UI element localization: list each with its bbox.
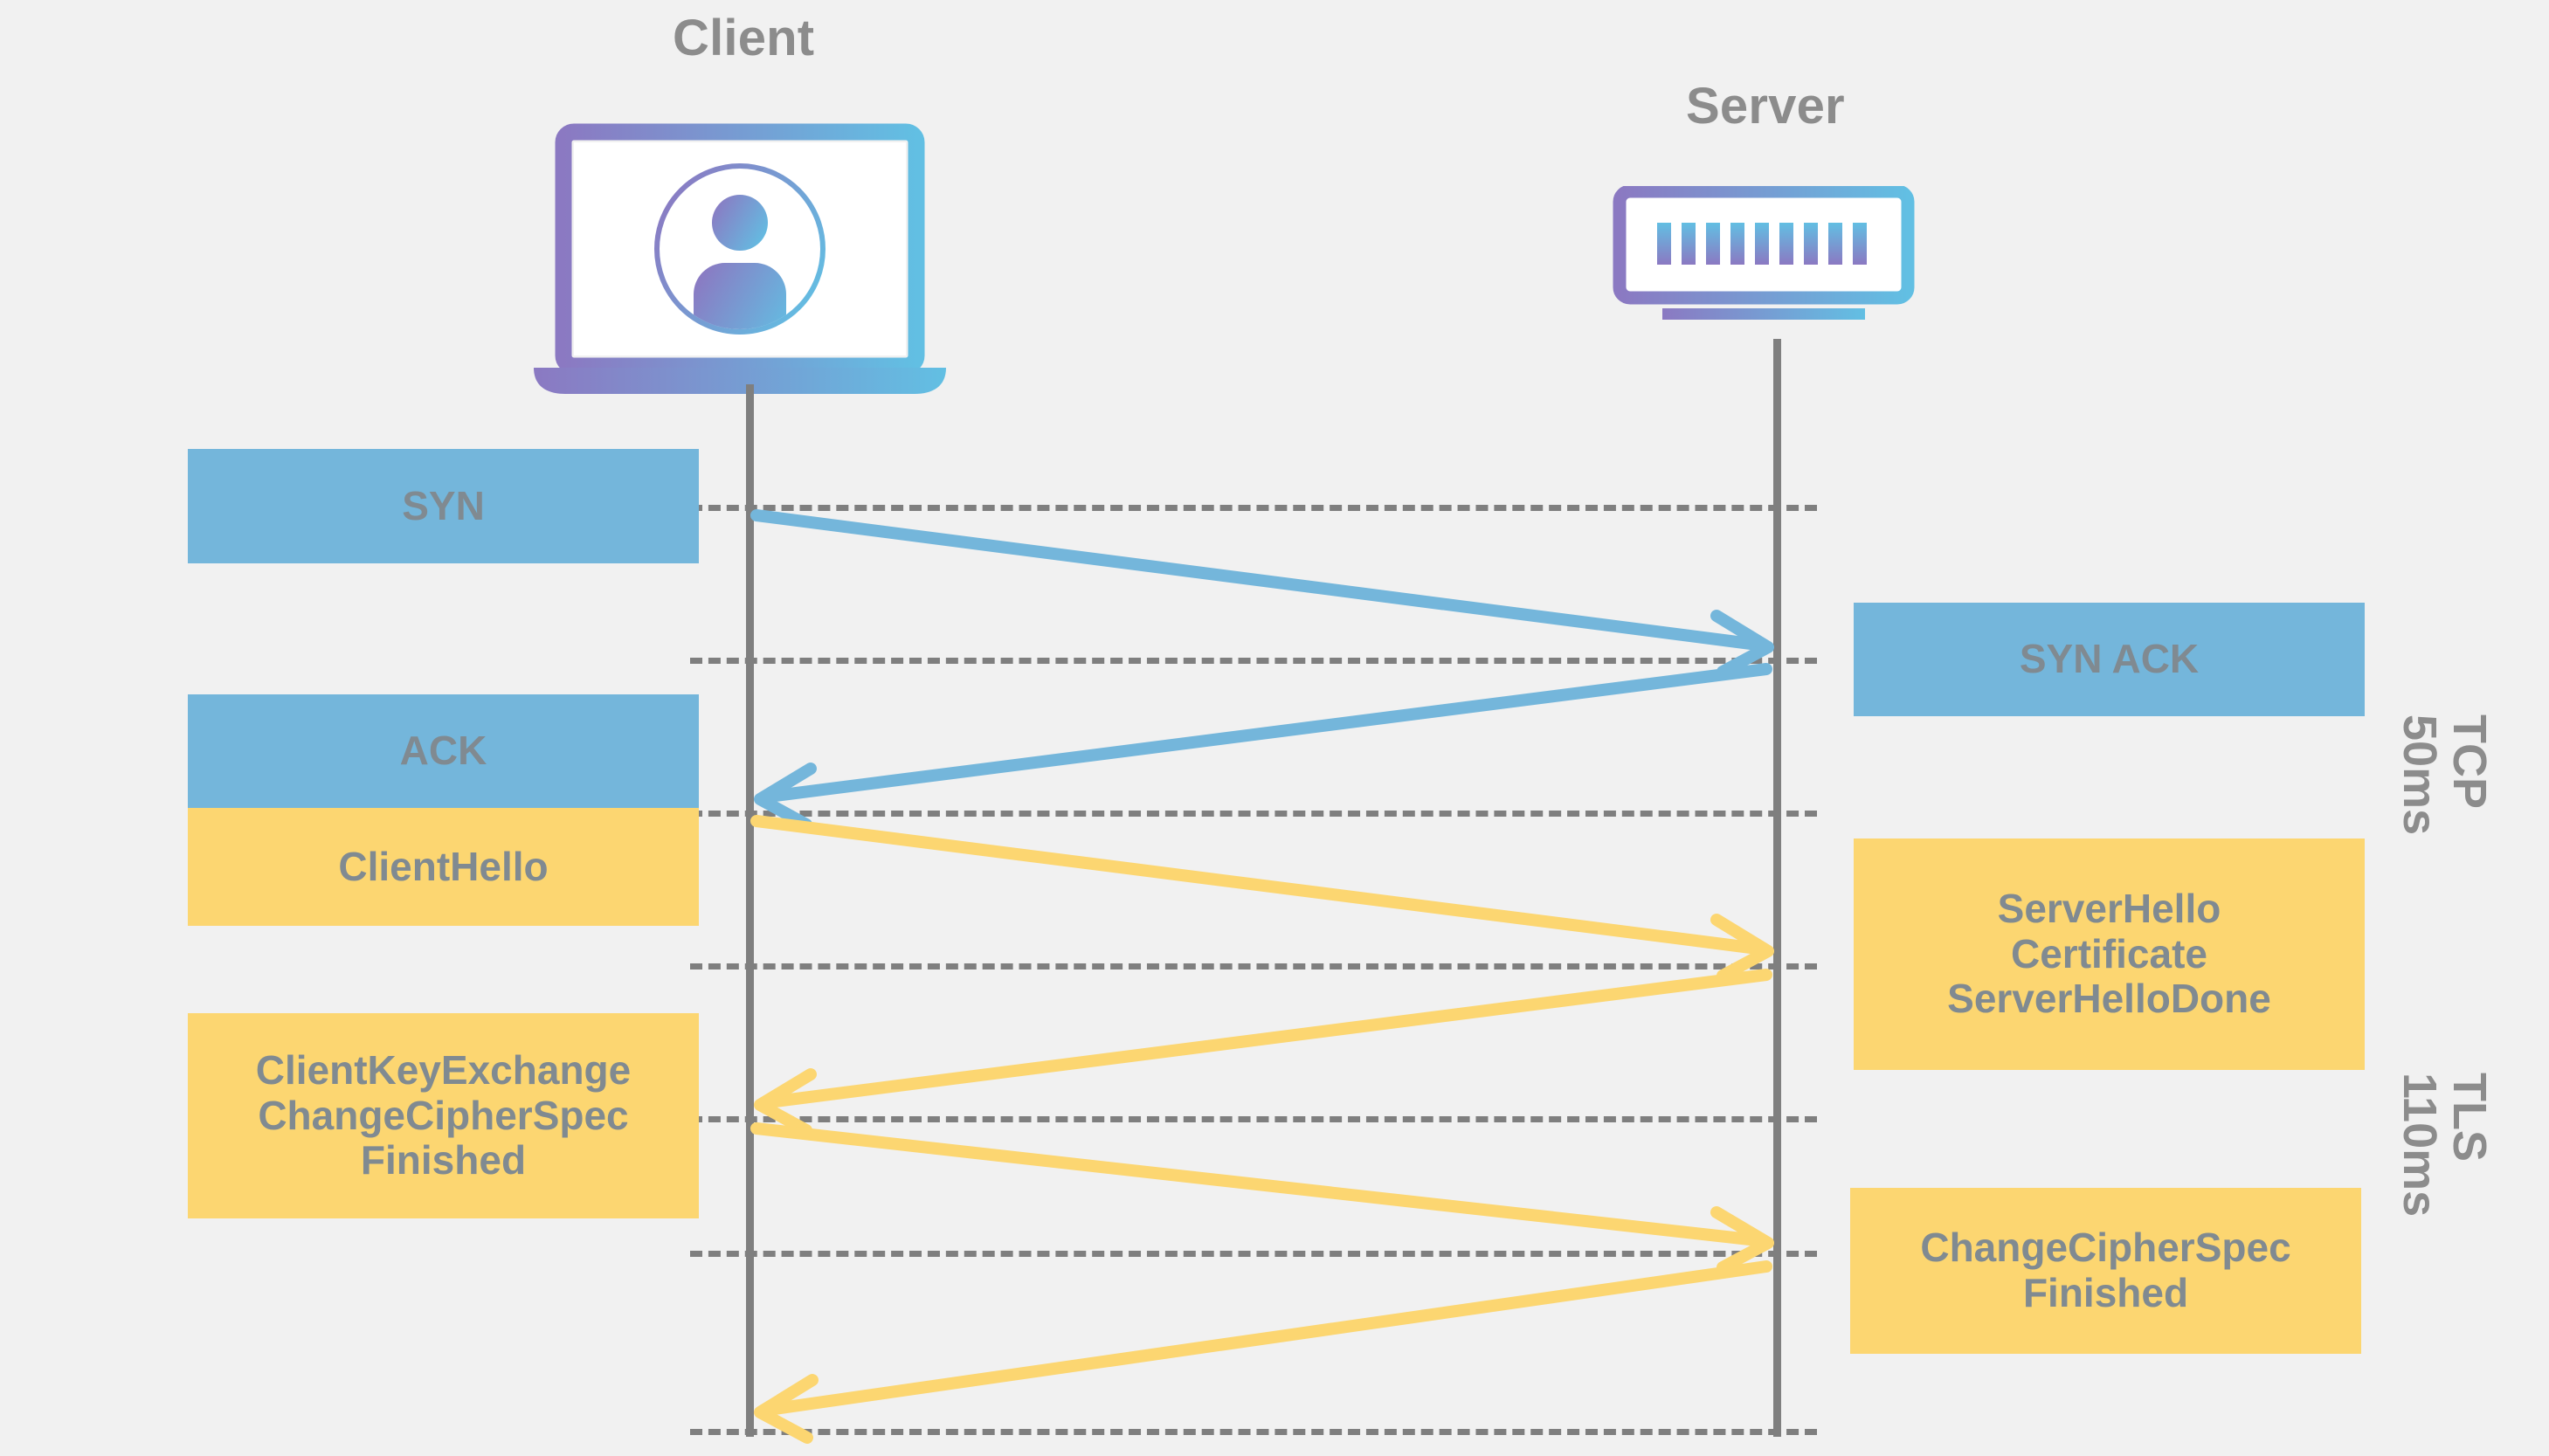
client-lifeline [746,384,754,1437]
laptop-user-icon [534,123,946,394]
server-title: Server [1686,78,1845,135]
arrow-serverhello [754,969,1772,1136]
message-box-ack[interactable]: ACK [188,694,699,808]
separator-line-1 [690,505,1817,511]
message-box-serverhello[interactable]: ServerHello Certificate ServerHelloDone [1854,838,2365,1070]
separator-line-2 [690,658,1817,664]
message-box-syn[interactable]: SYN [188,449,699,563]
separator-line-3 [690,811,1817,817]
message-box-clientkeyexchange[interactable]: ClientKeyExchange ChangeCipherSpec Finis… [188,1013,699,1218]
server-lifeline [1773,339,1781,1437]
message-box-changecipherspec[interactable]: ChangeCipherSpec Finished [1850,1188,2361,1354]
message-label: ClientKeyExchange ChangeCipherSpec Finis… [255,1047,632,1183]
arrow-synack [754,663,1772,831]
message-label: ClientHello [338,843,549,889]
message-label: SYN [402,482,485,528]
phase-label-tls: TLS 110ms [2394,1073,2496,1218]
message-label: ChangeCipherSpec Finished [1920,1225,2291,1315]
separator-line-4 [690,963,1817,970]
client-title: Client [673,10,815,66]
message-box-clienthello[interactable]: ClientHello [188,808,699,926]
message-label: ACK [399,728,487,774]
message-label: ServerHello Certificate ServerHelloDone [1947,886,2271,1022]
separator-line-5 [690,1116,1817,1122]
arrow-ccs [754,1260,1772,1444]
message-label: SYN ACK [2019,636,2200,682]
phase-label-tcp: TCP 50ms [2394,714,2496,836]
server-rack-icon [1613,186,1915,320]
separator-line-7 [690,1429,1817,1435]
arrow-ckx [750,1122,1774,1273]
arrow-clienthello [750,815,1774,982]
separator-line-6 [690,1251,1817,1257]
message-box-synack[interactable]: SYN ACK [1854,603,2365,716]
arrow-syn [750,509,1774,678]
